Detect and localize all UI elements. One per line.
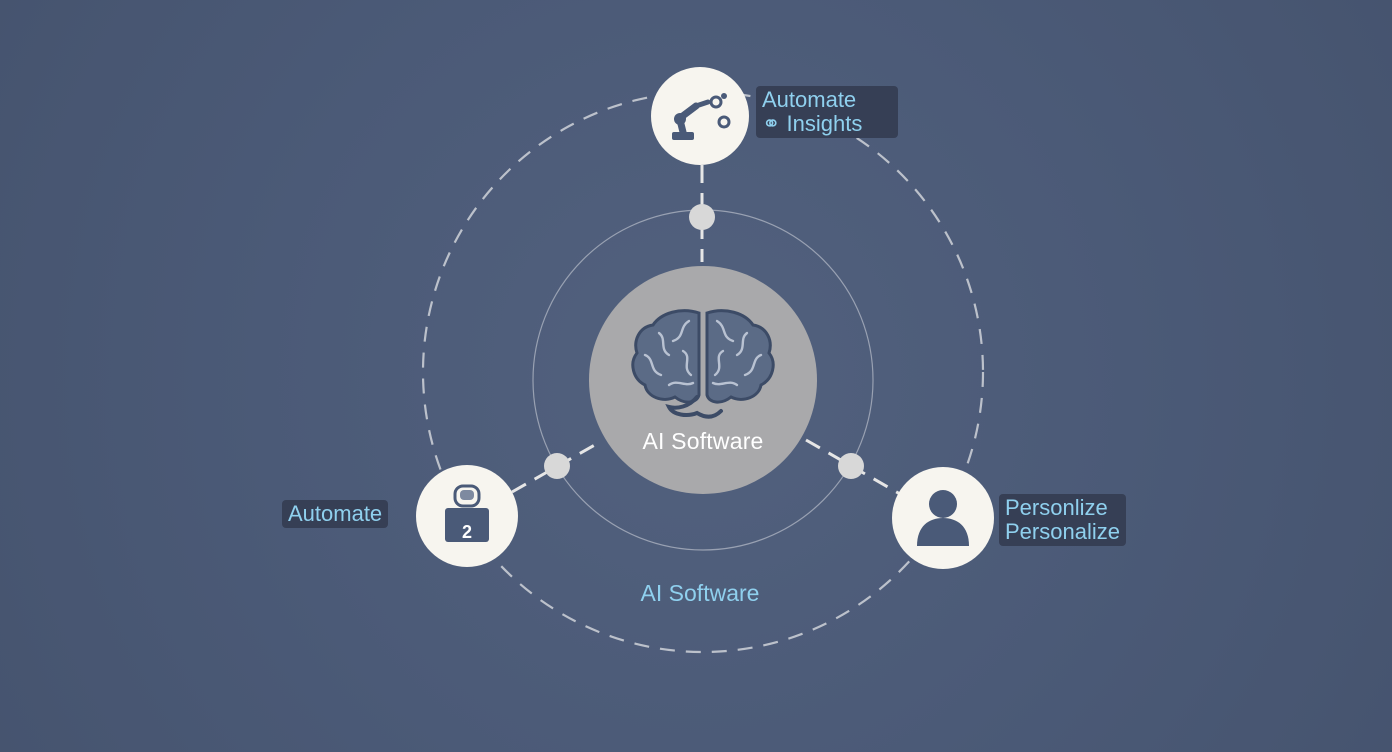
robot-badge-number: 2 — [461, 522, 472, 542]
junction-dot-top — [689, 204, 715, 230]
right-node-label-line1: Personlize — [1005, 495, 1108, 520]
top-node-label: Automate ⚭ Insights — [756, 86, 898, 138]
left-node-label: Automate — [282, 500, 389, 528]
brain-icon — [631, 309, 775, 419]
robot-badge-icon — [445, 484, 489, 542]
center-hub — [589, 266, 817, 494]
junction-dot-left — [544, 453, 570, 479]
junction-dot-right — [838, 453, 864, 479]
user-icon — [917, 490, 969, 546]
right-node-label: Personlize Personalize — [999, 494, 1126, 546]
center-hub-label: AI Software — [642, 428, 764, 454]
top-node-label-line2: ⚭ Insights — [762, 111, 863, 136]
diagram-caption: AI Software — [640, 580, 760, 606]
connector-left — [511, 440, 601, 494]
robot-arm-gears-icon — [672, 93, 731, 140]
top-node-label-line1: Automate — [762, 87, 857, 112]
outer-orbit-ring — [421, 90, 985, 654]
top-node — [651, 67, 749, 165]
right-node-label-line2: Personalize — [1005, 519, 1120, 544]
left-node-label-text: Automate — [288, 501, 383, 526]
